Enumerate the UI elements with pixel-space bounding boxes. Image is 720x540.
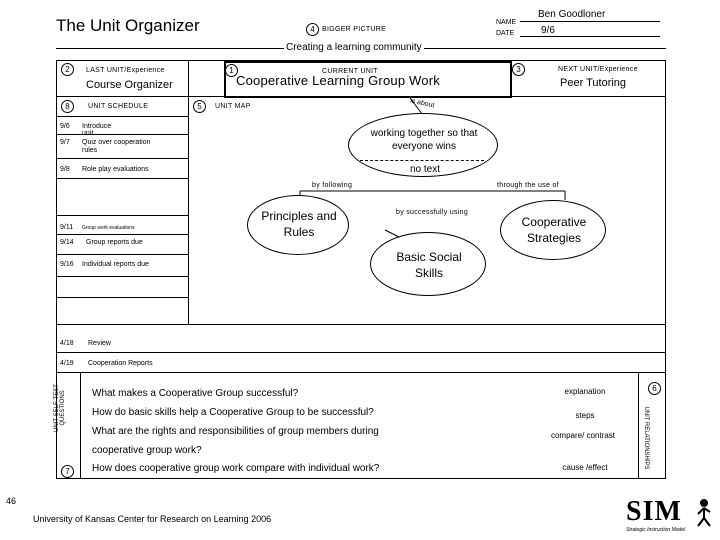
schedule-date: 9/14: [60, 239, 74, 246]
link-right: through the use of: [497, 182, 559, 189]
relationship-item: explanation: [564, 387, 606, 396]
map-bottom-oval: Basic Social Skills: [370, 232, 486, 296]
map-right-oval: Cooperative Strategies: [500, 200, 606, 260]
schedule-divider: [56, 276, 189, 277]
schedule-divider: [56, 178, 189, 179]
relationship-item: steps: [575, 411, 595, 420]
name-value: Ben Goodloner: [538, 9, 606, 20]
schedule-text: Review: [88, 340, 111, 347]
relationships-number: 6: [648, 382, 661, 395]
relationships-label: UNIT RELATIONSHIPS: [643, 406, 649, 470]
map-center-dashed: [360, 160, 484, 161]
schedule-text: Group work evaluations: [82, 225, 135, 231]
schedule-header-line: [56, 116, 189, 117]
next-unit-label: NEXT UNIT/Experience: [558, 66, 638, 73]
schedule-text: Individual reports due: [82, 261, 149, 268]
sim-figure-icon: [697, 499, 711, 527]
relationships-divider: [638, 372, 639, 478]
last-unit-divider: [188, 60, 189, 96]
question-item: cooperative group work?: [92, 445, 202, 456]
schedule-divider: [56, 352, 666, 353]
bigger-picture-value: Creating a learning community: [284, 42, 424, 53]
schedule-divider: [56, 234, 189, 235]
next-unit-value: Peer Tutoring: [560, 77, 627, 89]
schedule-divider: [56, 297, 189, 298]
name-underline: [520, 21, 660, 22]
sim-logo-subtitle: Strategic Instruction Model: [626, 527, 686, 533]
schedule-date: 9/11: [60, 224, 74, 231]
schedule-number: 8: [61, 100, 74, 113]
page-title: The Unit Organizer: [56, 16, 200, 35]
map-number: 5: [193, 100, 206, 113]
self-test-divider: [80, 372, 81, 478]
last-unit-number: 2: [61, 63, 74, 76]
relationship-item: cause /effect: [562, 463, 608, 472]
schedule-divider: [56, 254, 189, 255]
sim-logo-text: SIM: [626, 496, 682, 527]
schedule-divider: [56, 158, 189, 159]
question-item: What are the rights and responsibilities…: [92, 426, 379, 437]
schedule-divider: [56, 215, 189, 216]
schedule-date: 9/6: [60, 123, 70, 130]
question-item: How do basic skills help a Cooperative G…: [92, 407, 374, 418]
schedule-date: 4/19: [60, 360, 74, 367]
date-underline: [520, 36, 660, 37]
date-value: 9/6: [541, 25, 555, 36]
current-unit-box: [224, 61, 512, 98]
bigger-picture-number: 4: [306, 23, 319, 36]
current-unit-number: 1: [225, 64, 238, 77]
units-row-line-right: [512, 96, 666, 97]
map-center-oval: working together so that everyone wins: [348, 113, 498, 177]
link-left: by following: [312, 182, 353, 189]
self-test-number: 7: [61, 465, 74, 478]
schedule-divider: [56, 372, 666, 373]
schedule-text: Quiz over cooperation rules: [82, 139, 151, 154]
self-test-label: UNIT SELF-TEST QUESTIONS: [54, 384, 66, 432]
map-left-text: Principles and Rules: [261, 209, 337, 239]
current-unit-value: Cooperative Learning Group Work: [236, 73, 440, 88]
map-bottom-text: Basic Social Skills: [396, 250, 462, 280]
schedule-label: UNIT SCHEDULE: [88, 103, 149, 110]
map-label: UNIT MAP: [215, 103, 251, 110]
map-left-oval: Principles and Rules: [247, 195, 349, 255]
map-center-note: no text: [410, 164, 441, 175]
schedule-date: 4/18: [60, 340, 74, 347]
question-item: What makes a Cooperative Group successfu…: [92, 388, 299, 399]
frame-right: [665, 60, 666, 478]
footer-credit: University of Kansas Center for Research…: [33, 514, 272, 524]
link-middle: by successfully using: [396, 209, 469, 216]
sim-logo: SIM Strategic Instruction Model: [626, 496, 718, 538]
frame-left: [56, 60, 57, 478]
date-label: DATE: [496, 30, 515, 37]
schedule-text: Role play evaluations: [82, 166, 149, 173]
last-unit-value: Course Organizer: [86, 79, 173, 91]
units-row-line: [56, 96, 224, 97]
bigger-picture-label: BIGGER PICTURE: [322, 26, 387, 33]
schedule-date: 9/7: [60, 139, 70, 146]
schedule-date: 9/8: [60, 166, 70, 173]
map-center-text: working together so that everyone wins: [370, 128, 478, 152]
question-item: How does cooperative group work compare …: [92, 463, 380, 474]
map-right-text: Cooperative Strategies: [521, 215, 587, 245]
schedule-date: 9/16: [60, 261, 74, 268]
schedule-column-divider: [188, 96, 189, 324]
frame-top: [56, 60, 666, 61]
schedule-divider: [56, 324, 666, 325]
schedule-text: Group reports due: [86, 239, 143, 246]
page-number: 46: [6, 496, 17, 506]
current-unit-label: CURRENT UNIT: [322, 68, 378, 75]
next-unit-number: 3: [512, 63, 525, 76]
frame-bottom: [56, 478, 666, 479]
schedule-text: Cooperation Reports: [88, 360, 153, 367]
relationship-item: compare/ contrast: [550, 431, 616, 440]
name-label: NAME: [496, 19, 517, 26]
schedule-text: Introduce unit: [82, 123, 112, 137]
schedule-divider: [56, 134, 189, 135]
last-unit-label: LAST UNIT/Experience: [86, 67, 165, 74]
